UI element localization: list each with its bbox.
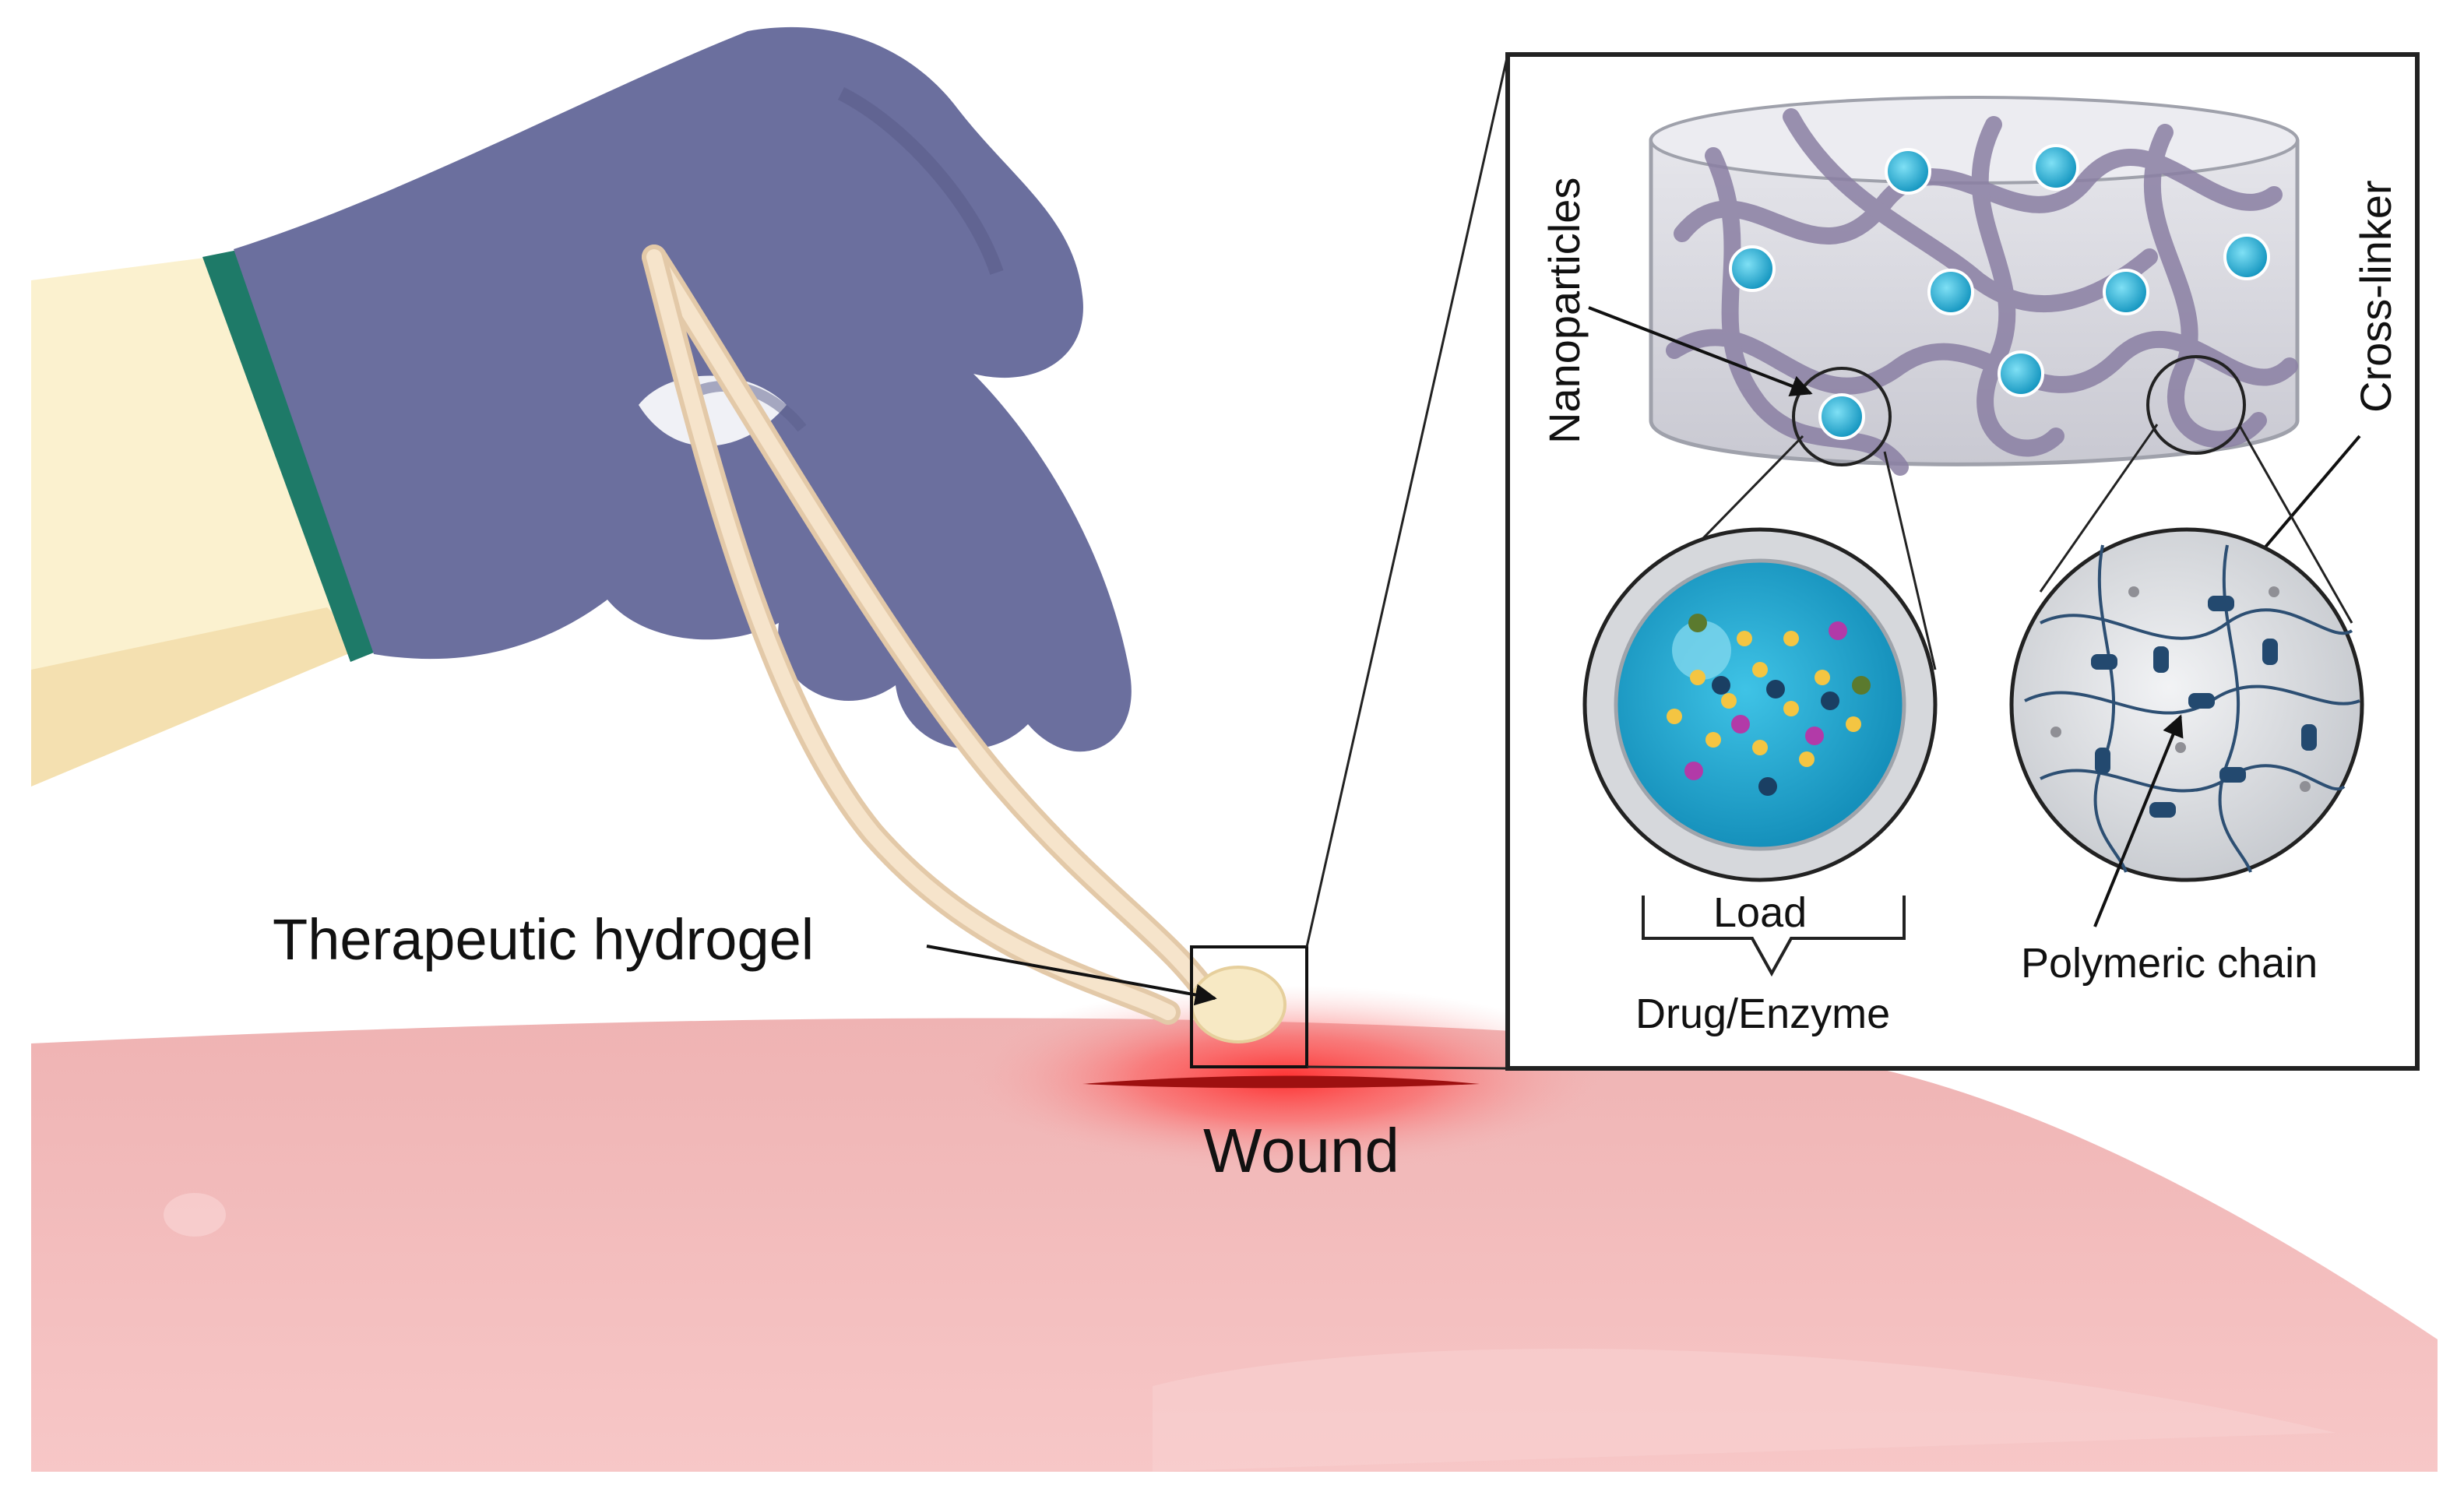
nanoparticles-arrow (1588, 306, 1813, 396)
cross-linker-highlight-ring (2146, 355, 2246, 455)
load-bracket (1642, 896, 1906, 977)
therapeutic-hydrogel-arrow (926, 945, 1217, 1006)
nanoparticle-icon (1927, 269, 1974, 315)
nanoparticle-icon (1818, 393, 1865, 440)
nanoparticles-label: Nanoparticles (1540, 178, 1589, 444)
therapeutic-hydrogel-label: Therapeutic hydrogel (273, 907, 814, 972)
nanoparticle-icon (1998, 350, 2044, 397)
nanoparticle-icon (2103, 269, 2149, 315)
hydrogel-inset-panel: Nanoparticles Cross-linker (1505, 52, 2420, 1071)
cross-linker-label: Cross-linker (2351, 180, 2400, 413)
drug-molecules (1667, 614, 1871, 796)
cross-linker-nodes (2091, 596, 2317, 818)
nanoparticle-icon (2223, 234, 2270, 280)
polymeric-chain-arrow (2093, 714, 2184, 927)
nanoparticle-icon (2033, 144, 2079, 191)
nanoparticle-icon (1885, 148, 1931, 195)
lab-coat-sleeve (31, 257, 366, 786)
wound-label: Wound (1203, 1116, 1399, 1185)
load-label: Load (1713, 889, 1807, 936)
nanoparticle-icon (1729, 245, 1776, 292)
hydrogel-cylinder-icon (1649, 96, 2300, 476)
nanoparticle-highlight-ring (1792, 367, 1892, 466)
skin-surface (31, 1018, 2438, 1472)
polymeric-chain-label: Polymeric chain (2021, 940, 2318, 987)
polymer-network-detail (2009, 527, 2364, 882)
drug-loaded-nanoparticle-detail (1582, 527, 1938, 882)
hydrogel-piece (1190, 966, 1287, 1043)
zoom-box (1190, 945, 1308, 1068)
tweezers-icon (642, 245, 1227, 1025)
drug-enzyme-label: Drug/Enzyme (1635, 991, 1890, 1037)
zoom-connector-lines (1305, 54, 1509, 1070)
gel-nanoparticles (1729, 144, 2270, 440)
wound (958, 985, 1612, 1172)
